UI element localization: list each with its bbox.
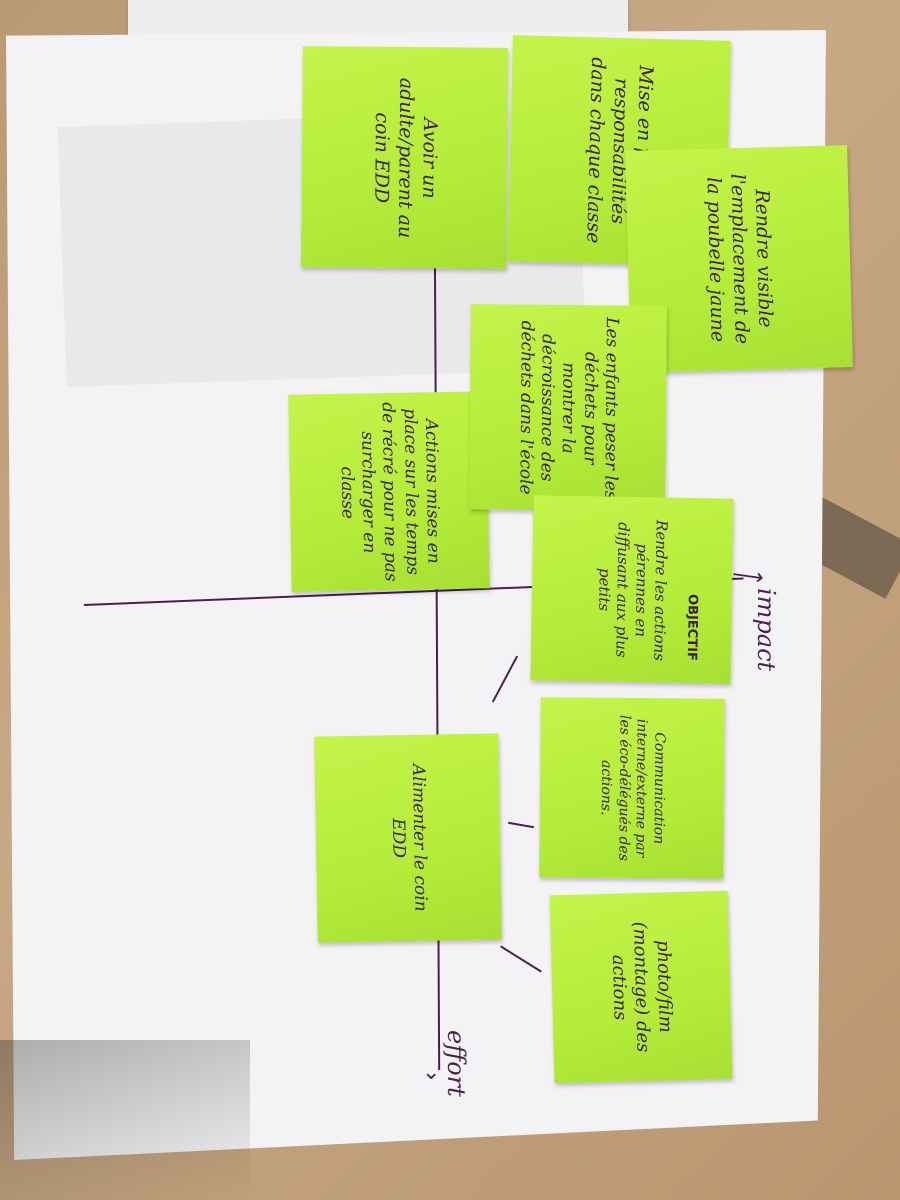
sticky-note: Rendre les actions pérennes en diffusant… xyxy=(530,495,734,1057)
background-paper-sheet xyxy=(128,0,628,38)
sticky-note-text: photo/film (montage) des actions xyxy=(607,921,676,1053)
sticky-note: Avoir un adulte/parent au coin EDD xyxy=(301,46,508,269)
sticky-note: Les enfants peser les déchets pour montr… xyxy=(469,304,667,511)
sticky-note-text: Actions mises en place sur les temps de … xyxy=(336,401,444,582)
sticky-note-text: Les enfants peser les déchets pour montr… xyxy=(515,316,622,500)
sticky-note: photo/film (montage) des actions xyxy=(549,890,733,1084)
effort-axis-label: effort xyxy=(442,1030,470,1097)
sticky-note: Communication interne/externe par les éc… xyxy=(539,697,725,879)
objectif-tag: OBJECTIF xyxy=(683,593,700,661)
sticky-note: Alimenter le coin EDD xyxy=(314,733,502,943)
sticky-note: Actions mises en place sur les temps de … xyxy=(288,391,490,592)
sticky-note-text: Communication interne/externe par les éc… xyxy=(598,714,668,862)
sticky-note-text: Rendre les actions pérennes en diffusant… xyxy=(594,519,671,661)
shadow xyxy=(0,1040,250,1200)
sticky-note-text: Avoir un adulte/parent au coin EDD xyxy=(370,77,441,238)
sticky-note-text: Alimenter le coin EDD xyxy=(387,763,431,912)
impact-axis-label: impact xyxy=(752,588,780,672)
sticky-note-text: Rendre visible l'emplacement de la poube… xyxy=(702,173,777,345)
impact-arrow-icon: ⟶ xyxy=(730,561,766,592)
effort-arrow-icon: ⌄ xyxy=(422,1060,441,1085)
